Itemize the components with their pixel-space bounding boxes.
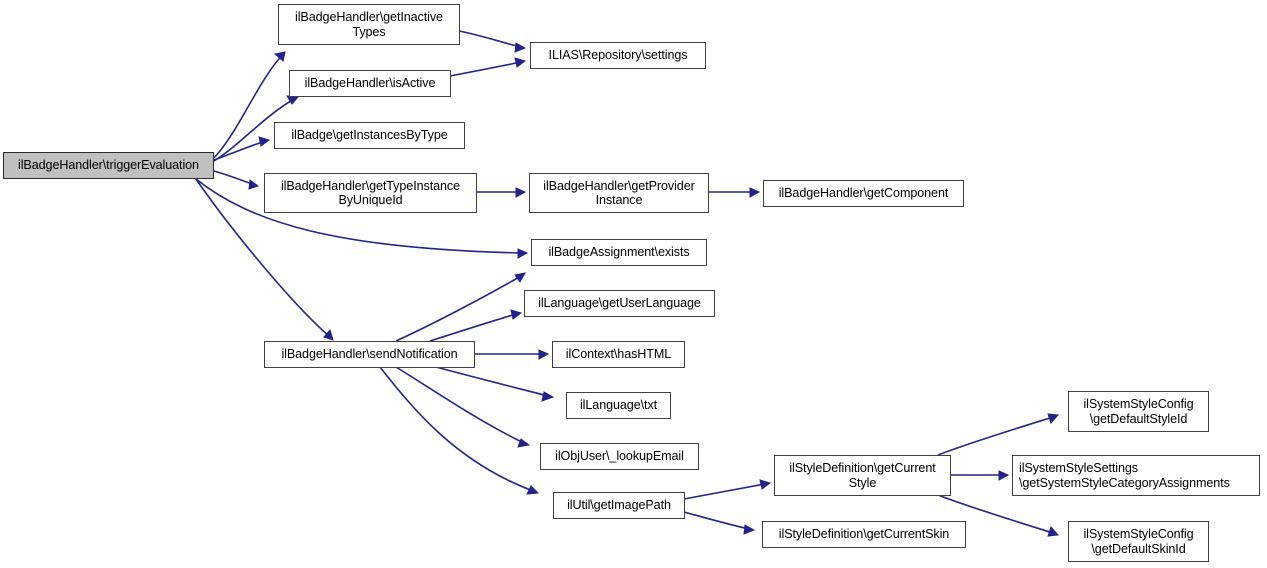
node-repository-settings[interactable]: ILIAS\Repository\settings [530, 42, 706, 69]
node-get-component[interactable]: ilBadgeHandler\getComponent [763, 180, 964, 207]
node-get-system-style-category-assignments[interactable]: ilSystemStyleSettings \getSystemStyleCat… [1012, 455, 1260, 496]
node-has-html[interactable]: ilContext\hasHTML [552, 341, 685, 368]
node-get-provider-instance[interactable]: ilBadgeHandler\getProvider Instance [529, 173, 709, 213]
node-get-inactive-types[interactable]: ilBadgeHandler\getInactive Types [278, 4, 460, 45]
node-get-image-path[interactable]: ilUtil\getImagePath [553, 492, 685, 519]
node-badge-assignment-exists[interactable]: ilBadgeAssignment\exists [531, 239, 707, 266]
node-language-txt[interactable]: ilLanguage\txt [566, 392, 671, 419]
node-get-instances-by-type[interactable]: ilBadge\getInstancesByType [274, 122, 465, 149]
node-get-user-language[interactable]: ilLanguage\getUserLanguage [524, 290, 715, 317]
node-get-default-style-id[interactable]: ilSystemStyleConfig \getDefaultStyleId [1068, 391, 1209, 432]
node-is-active[interactable]: ilBadgeHandler\isActive [289, 70, 451, 97]
node-send-notification[interactable]: ilBadgeHandler\sendNotification [264, 341, 475, 368]
node-get-current-style[interactable]: ilStyleDefinition\getCurrent Style [774, 455, 951, 496]
node-get-type-instance-by-unique-id[interactable]: ilBadgeHandler\getTypeInstance ByUniqueI… [264, 173, 477, 213]
node-lookup-email[interactable]: ilObjUser\_lookupEmail [540, 443, 699, 470]
node-trigger-evaluation[interactable]: ilBadgeHandler\triggerEvaluation [3, 152, 214, 179]
node-get-default-skin-id[interactable]: ilSystemStyleConfig \getDefaultSkinId [1068, 521, 1209, 562]
node-get-current-skin[interactable]: ilStyleDefinition\getCurrentSkin [762, 521, 966, 548]
